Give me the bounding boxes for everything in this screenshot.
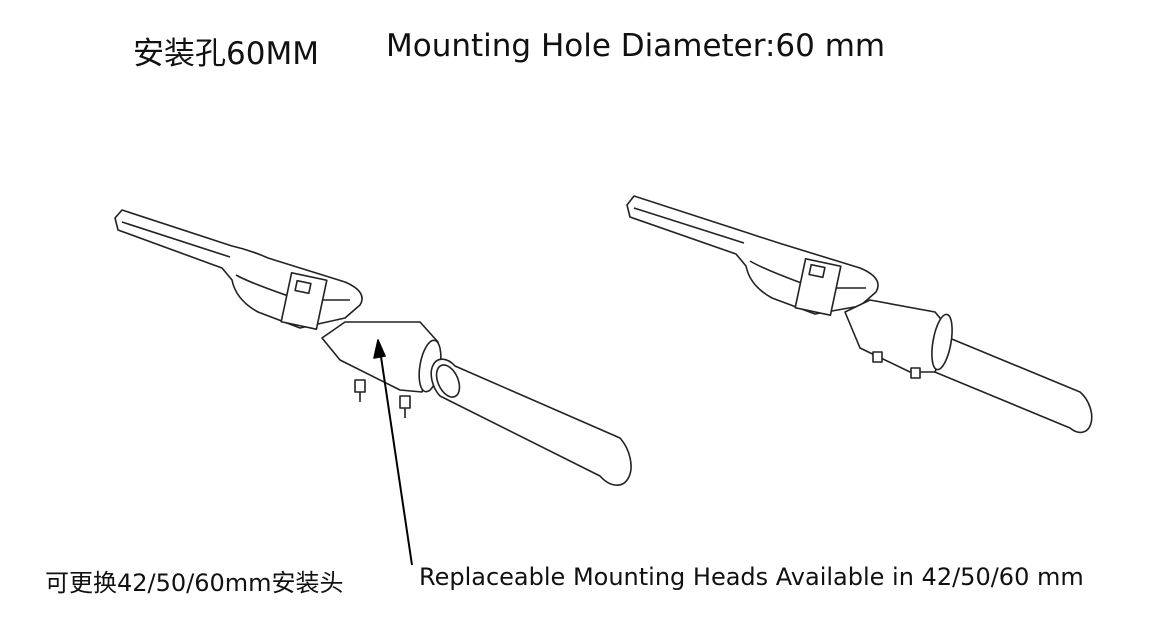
screw-icon — [399, 395, 411, 418]
mounting-bracket-right — [794, 258, 842, 316]
screw-icon — [354, 379, 366, 402]
pointer-arrow — [379, 349, 413, 566]
caption-chinese: 可更换42/50/60mm安装头 — [45, 569, 344, 597]
mounting-bracket-left — [280, 272, 328, 330]
title-english: Mounting Hole Diameter:60 mm — [386, 28, 886, 64]
title-chinese: 安装孔60MM — [133, 36, 319, 72]
lamp-arm-right — [626, 195, 879, 315]
streetlight-right-assembled — [626, 195, 1093, 434]
caption-english: Replaceable Mounting Heads Available in … — [419, 563, 1084, 591]
lamp-arm-left — [114, 209, 363, 329]
screw-icon — [872, 351, 883, 363]
pole-right — [929, 329, 1093, 434]
pole-left — [430, 358, 632, 486]
streetlight-left-disassembled — [114, 209, 632, 486]
screw-icon — [910, 367, 921, 379]
arrow-head-icon — [373, 339, 386, 359]
